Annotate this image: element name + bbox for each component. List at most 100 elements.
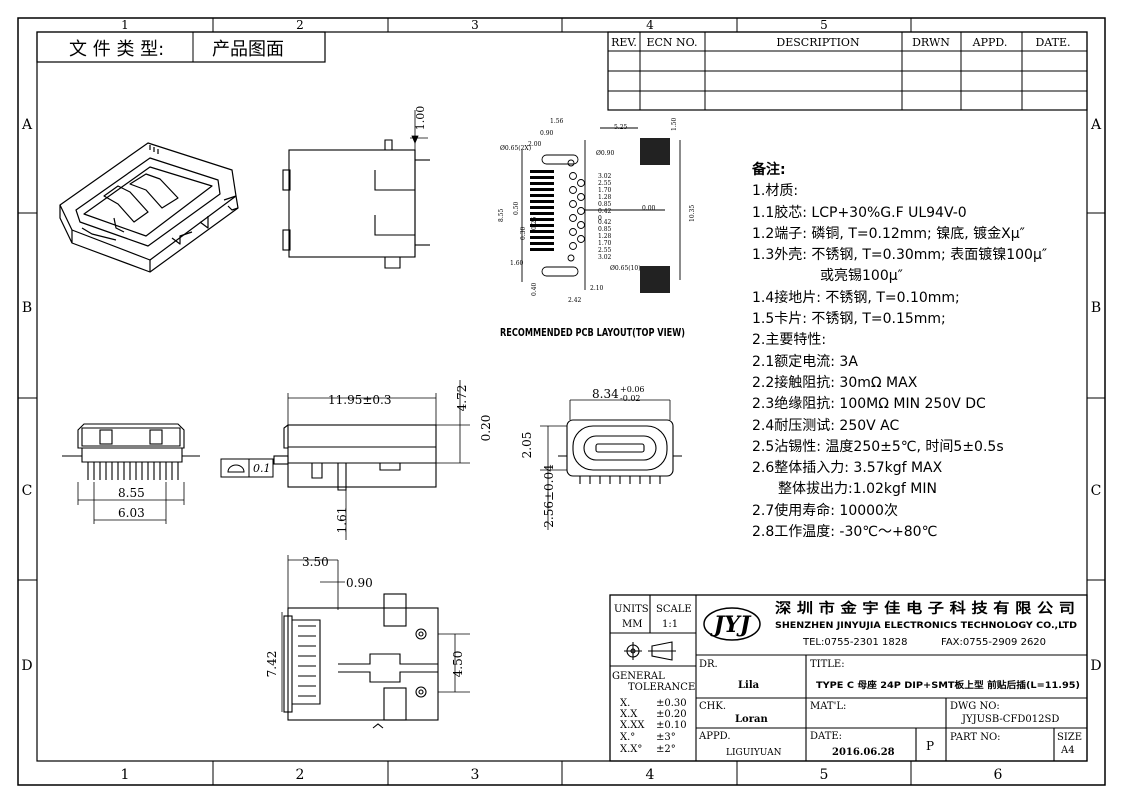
dwg-label: DWG NO: <box>950 701 1000 712</box>
svg-text:Ø0.90: Ø0.90 <box>596 150 614 157</box>
svg-text:±0.20: ±0.20 <box>656 709 687 720</box>
dim-11-95: 11.95±0.3 <box>328 393 392 407</box>
dr-label: DR. <box>699 659 718 670</box>
note-line: 2.8工作温度: -30℃～+80℃ <box>752 524 938 541</box>
note-line: 或亮锡100μ″ <box>820 268 903 285</box>
partno-label: PART NO: <box>950 732 1001 743</box>
svg-text:0.85: 0.85 <box>598 201 612 208</box>
svg-text:1.28: 1.28 <box>598 194 612 201</box>
svg-text:±0.30: ±0.30 <box>656 698 687 709</box>
flatness-value: 0.1 <box>253 462 271 475</box>
svg-text:1.50: 1.50 <box>671 117 678 131</box>
isometric-view <box>59 142 239 273</box>
zone-row-a-right: A <box>1090 117 1102 133</box>
appd-label: APPD. <box>698 731 731 742</box>
dim-7-42: 7.42 <box>265 651 279 678</box>
svg-text:0.00: 0.00 <box>642 205 656 212</box>
rev-header: REV. <box>611 36 637 49</box>
dim-3-50: 3.50 <box>302 555 329 569</box>
dim-0-90-bottom: 0.90 <box>346 576 373 590</box>
note-line: 1.2端子: 磷铜, T=0.12mm; 镍底, 镀金Xμ″ <box>752 225 1025 242</box>
note-line: 1.5卡片: 不锈钢, T=0.15mm; <box>752 311 946 328</box>
zone-col-1: 1 <box>121 767 130 783</box>
description-header: DESCRIPTION <box>776 36 860 49</box>
zone-col-1-top: 1 <box>121 18 129 32</box>
side-view-middle-dims <box>287 380 470 540</box>
general-label: GENERAL <box>612 671 665 682</box>
svg-text:±3°: ±3° <box>656 732 676 743</box>
units-value: MM <box>622 619 642 630</box>
side-view-middle <box>273 424 437 491</box>
dim-8-34-tol-dn: -0.02 <box>620 394 641 403</box>
end-view-dims <box>540 399 671 530</box>
dim-1-00: 1.00 <box>414 106 427 131</box>
dim-4-50: 4.50 <box>451 651 465 678</box>
note-line: 2.主要特性: <box>752 332 827 349</box>
title-value: TYPE C 母座 24P DIP+SMT板上型 前贴后插(L=11.95) <box>816 679 1080 691</box>
title-block <box>609 594 1088 762</box>
note-line: 2.4耐压测试: 250V AC <box>752 417 900 434</box>
svg-text:2.55: 2.55 <box>598 180 612 187</box>
note-line: 2.5沾锡性: 温度250±5℃, 时间5±0.5s <box>752 438 1004 455</box>
title-label: TITLE: <box>810 659 845 670</box>
zone-row-d: D <box>21 658 32 674</box>
ecn-header: ECN NO. <box>646 36 697 49</box>
svg-text:8.55: 8.55 <box>498 208 505 222</box>
dim-2-56: 2.56±0.04 <box>542 464 556 528</box>
notes-heading: 备注: <box>752 162 786 178</box>
chk-value: Loran <box>735 714 768 725</box>
svg-text:±2°: ±2° <box>656 744 676 755</box>
pcb-layout <box>521 127 681 290</box>
svg-text:Ø0.65(10): Ø0.65(10) <box>610 265 641 272</box>
dim-8-34-tol-up: +0.06 <box>620 385 645 394</box>
note-line: 1.4接地片: 不锈钢, T=0.10mm; <box>752 289 960 306</box>
zone-row-b: B <box>22 300 32 316</box>
drwn-header: DRWN <box>912 36 950 49</box>
date-header: DATE. <box>1035 36 1070 49</box>
zone-col-4-top: 4 <box>646 18 654 32</box>
zone-col-3-top: 3 <box>471 18 479 32</box>
svg-text:±0.10: ±0.10 <box>656 720 687 731</box>
zone-row-b-right: B <box>1091 300 1101 316</box>
zone-col-2: 2 <box>296 767 305 783</box>
end-view <box>558 419 682 484</box>
pcb-caption: RECOMMENDED PCB LAYOUT(TOP VIEW) <box>500 326 685 339</box>
svg-text:X.X: X.X <box>620 709 638 720</box>
side-view-top <box>282 139 430 269</box>
svg-text:0.85: 0.85 <box>598 226 612 233</box>
scale-label: SCALE <box>656 604 692 615</box>
dim-4-72: 4.72 <box>455 385 469 412</box>
svg-text:X.XX: X.XX <box>620 720 645 731</box>
doc-type-value: 产品图面 <box>212 39 284 60</box>
date-value: 2016.06.28 <box>832 747 895 758</box>
svg-text:5.25: 5.25 <box>614 124 628 131</box>
svg-text:0.40: 0.40 <box>531 282 538 296</box>
chk-label: CHK. <box>699 701 726 712</box>
zone-row-c: C <box>22 483 33 499</box>
note-line: 2.1额定电流: 3A <box>752 353 858 370</box>
bottom-view-dims <box>281 555 470 712</box>
zone-row-a: A <box>21 117 33 133</box>
dim-2-05: 2.05 <box>520 432 534 459</box>
svg-text:10.35: 10.35 <box>689 205 696 222</box>
note-line: 1.1胶芯: LCP+30%G.F UL94V-0 <box>752 204 967 221</box>
svg-text:X.: X. <box>620 698 630 709</box>
revision-table <box>607 31 1088 111</box>
appd-value: LIGUIYUAN <box>726 748 782 758</box>
zone-dividers <box>18 18 1105 785</box>
zone-col-2-top: 2 <box>296 18 304 32</box>
svg-text:0.42: 0.42 <box>598 208 612 215</box>
svg-text:2.42: 2.42 <box>568 297 582 304</box>
svg-text:3.02: 3.02 <box>598 173 612 180</box>
svg-text:0.30: 0.30 <box>520 226 527 240</box>
svg-text:X.°: X.° <box>620 732 635 743</box>
zone-col-6: 6 <box>994 767 1003 783</box>
svg-text:1.60: 1.60 <box>510 260 524 267</box>
svg-text:2.55: 2.55 <box>598 247 612 254</box>
matl-label: MAT'L: <box>810 701 846 712</box>
dim-8-55-front: 8.55 <box>118 486 145 500</box>
note-line: 2.2接触阻抗: 30mΩ MAX <box>752 374 918 391</box>
units-label: UNITS <box>614 604 649 615</box>
front-view-dims <box>77 482 185 524</box>
svg-text:1.56: 1.56 <box>550 118 564 125</box>
